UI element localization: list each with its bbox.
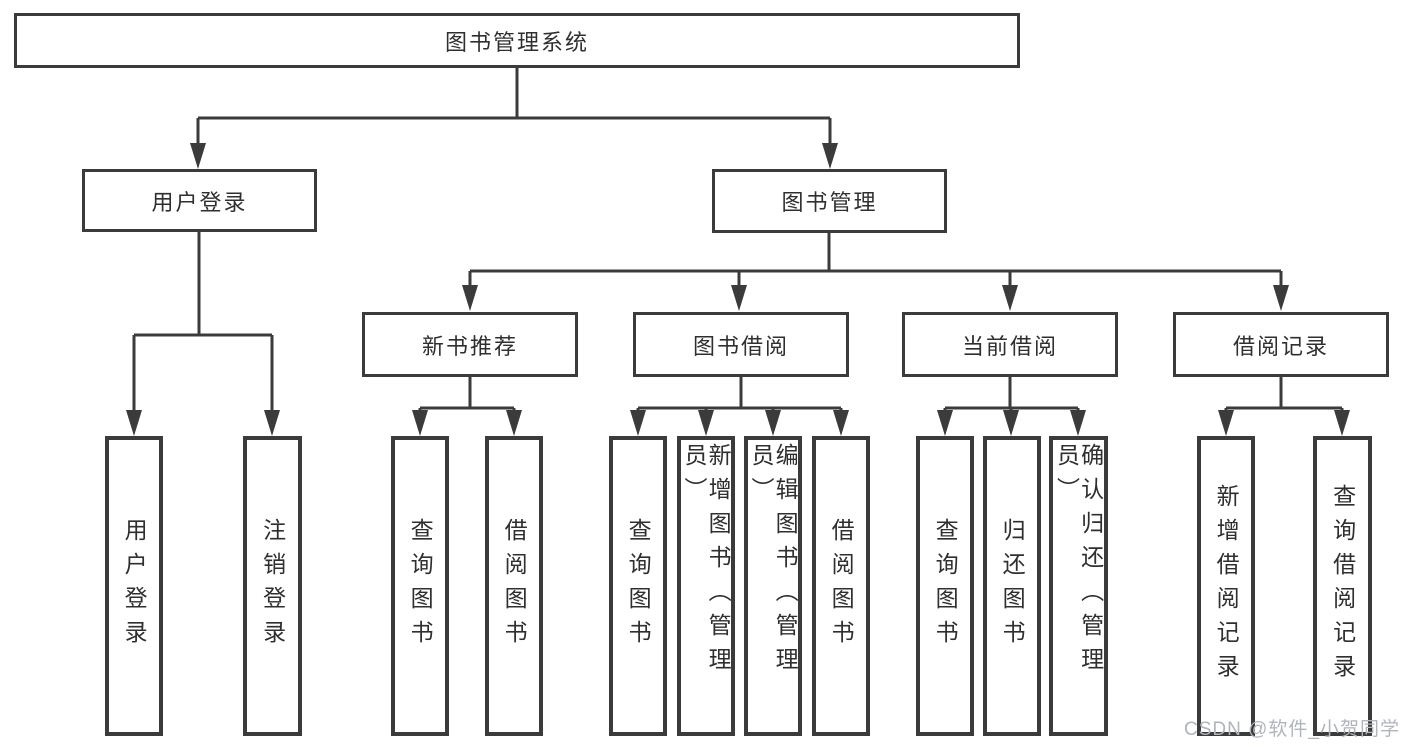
- arrowhead-icon: [1273, 285, 1289, 311]
- arrowhead-icon: [462, 285, 478, 311]
- leaf-label: 新增借阅记录: [1213, 484, 1240, 688]
- node-book-borrow: 图书借阅: [633, 312, 849, 377]
- arrowhead-icon: [630, 410, 646, 436]
- arrowhead-icon: [412, 410, 428, 436]
- arrowhead-icon: [506, 410, 522, 436]
- leaf-label: 确认归还（管理员）: [1053, 443, 1104, 681]
- leaf-label: 借阅图书: [828, 518, 855, 654]
- arrowhead-icon: [1218, 410, 1234, 436]
- leaf-query-books-recommend: 查询图书: [391, 436, 449, 736]
- arrowhead-icon: [190, 143, 206, 169]
- arrowhead-icon: [264, 410, 280, 436]
- arrowhead-icon: [1334, 410, 1350, 436]
- node-new-book-recommend: 新书推荐: [362, 312, 578, 377]
- leaf-label: 查询借阅记录: [1329, 484, 1356, 688]
- arrowhead-icon: [126, 410, 142, 436]
- arrowhead-icon: [1002, 285, 1018, 311]
- leaf-label: 编辑图书（管理员）: [748, 443, 799, 681]
- leaf-borrow-books: 借阅图书: [812, 436, 870, 736]
- leaf-confirm-return-admin: 确认归还（管理员）: [1049, 436, 1108, 736]
- node-root: 图书管理系统: [14, 13, 1020, 68]
- leaf-label: 借阅图书: [501, 518, 528, 654]
- leaf-add-borrow-record: 新增借阅记录: [1197, 436, 1255, 736]
- leaf-label: 注销登录: [259, 518, 286, 654]
- leaf-add-book-admin: 新增图书（管理员）: [677, 436, 735, 736]
- arrowhead-icon: [698, 410, 714, 436]
- leaf-label: 查询图书: [932, 518, 959, 654]
- arrowhead-icon: [822, 143, 838, 169]
- arrowhead-icon: [765, 410, 781, 436]
- leaf-user-login: 用户登录: [105, 436, 163, 736]
- leaf-label: 新增图书（管理员）: [681, 443, 732, 681]
- leaf-borrow-books-recommend: 借阅图书: [485, 436, 543, 736]
- leaf-logout: 注销登录: [243, 436, 302, 736]
- leaf-return-book: 归还图书: [983, 436, 1041, 736]
- csdn-watermark: CSDN @软件_小贺同学: [1184, 719, 1400, 740]
- arrowhead-icon: [937, 410, 953, 436]
- node-book-management: 图书管理: [712, 169, 947, 233]
- leaf-query-books-current: 查询图书: [916, 436, 974, 736]
- node-current-borrow: 当前借阅: [902, 312, 1118, 377]
- leaf-label: 查询图书: [407, 518, 434, 654]
- arrowhead-icon: [731, 285, 747, 311]
- leaf-query-books-borrow: 查询图书: [609, 436, 667, 736]
- node-borrow-records: 借阅记录: [1173, 312, 1389, 377]
- node-user-login: 用户登录: [82, 169, 317, 232]
- leaf-edit-book-admin: 编辑图书（管理员）: [744, 436, 802, 736]
- leaf-label: 用户登录: [121, 518, 148, 654]
- arrowhead-icon: [1003, 410, 1019, 436]
- leaf-label: 查询图书: [625, 518, 652, 654]
- arrowhead-icon: [833, 410, 849, 436]
- leaf-query-borrow-record: 查询借阅记录: [1313, 436, 1372, 736]
- leaf-label: 归还图书: [999, 518, 1026, 654]
- arrowhead-icon: [1070, 410, 1086, 436]
